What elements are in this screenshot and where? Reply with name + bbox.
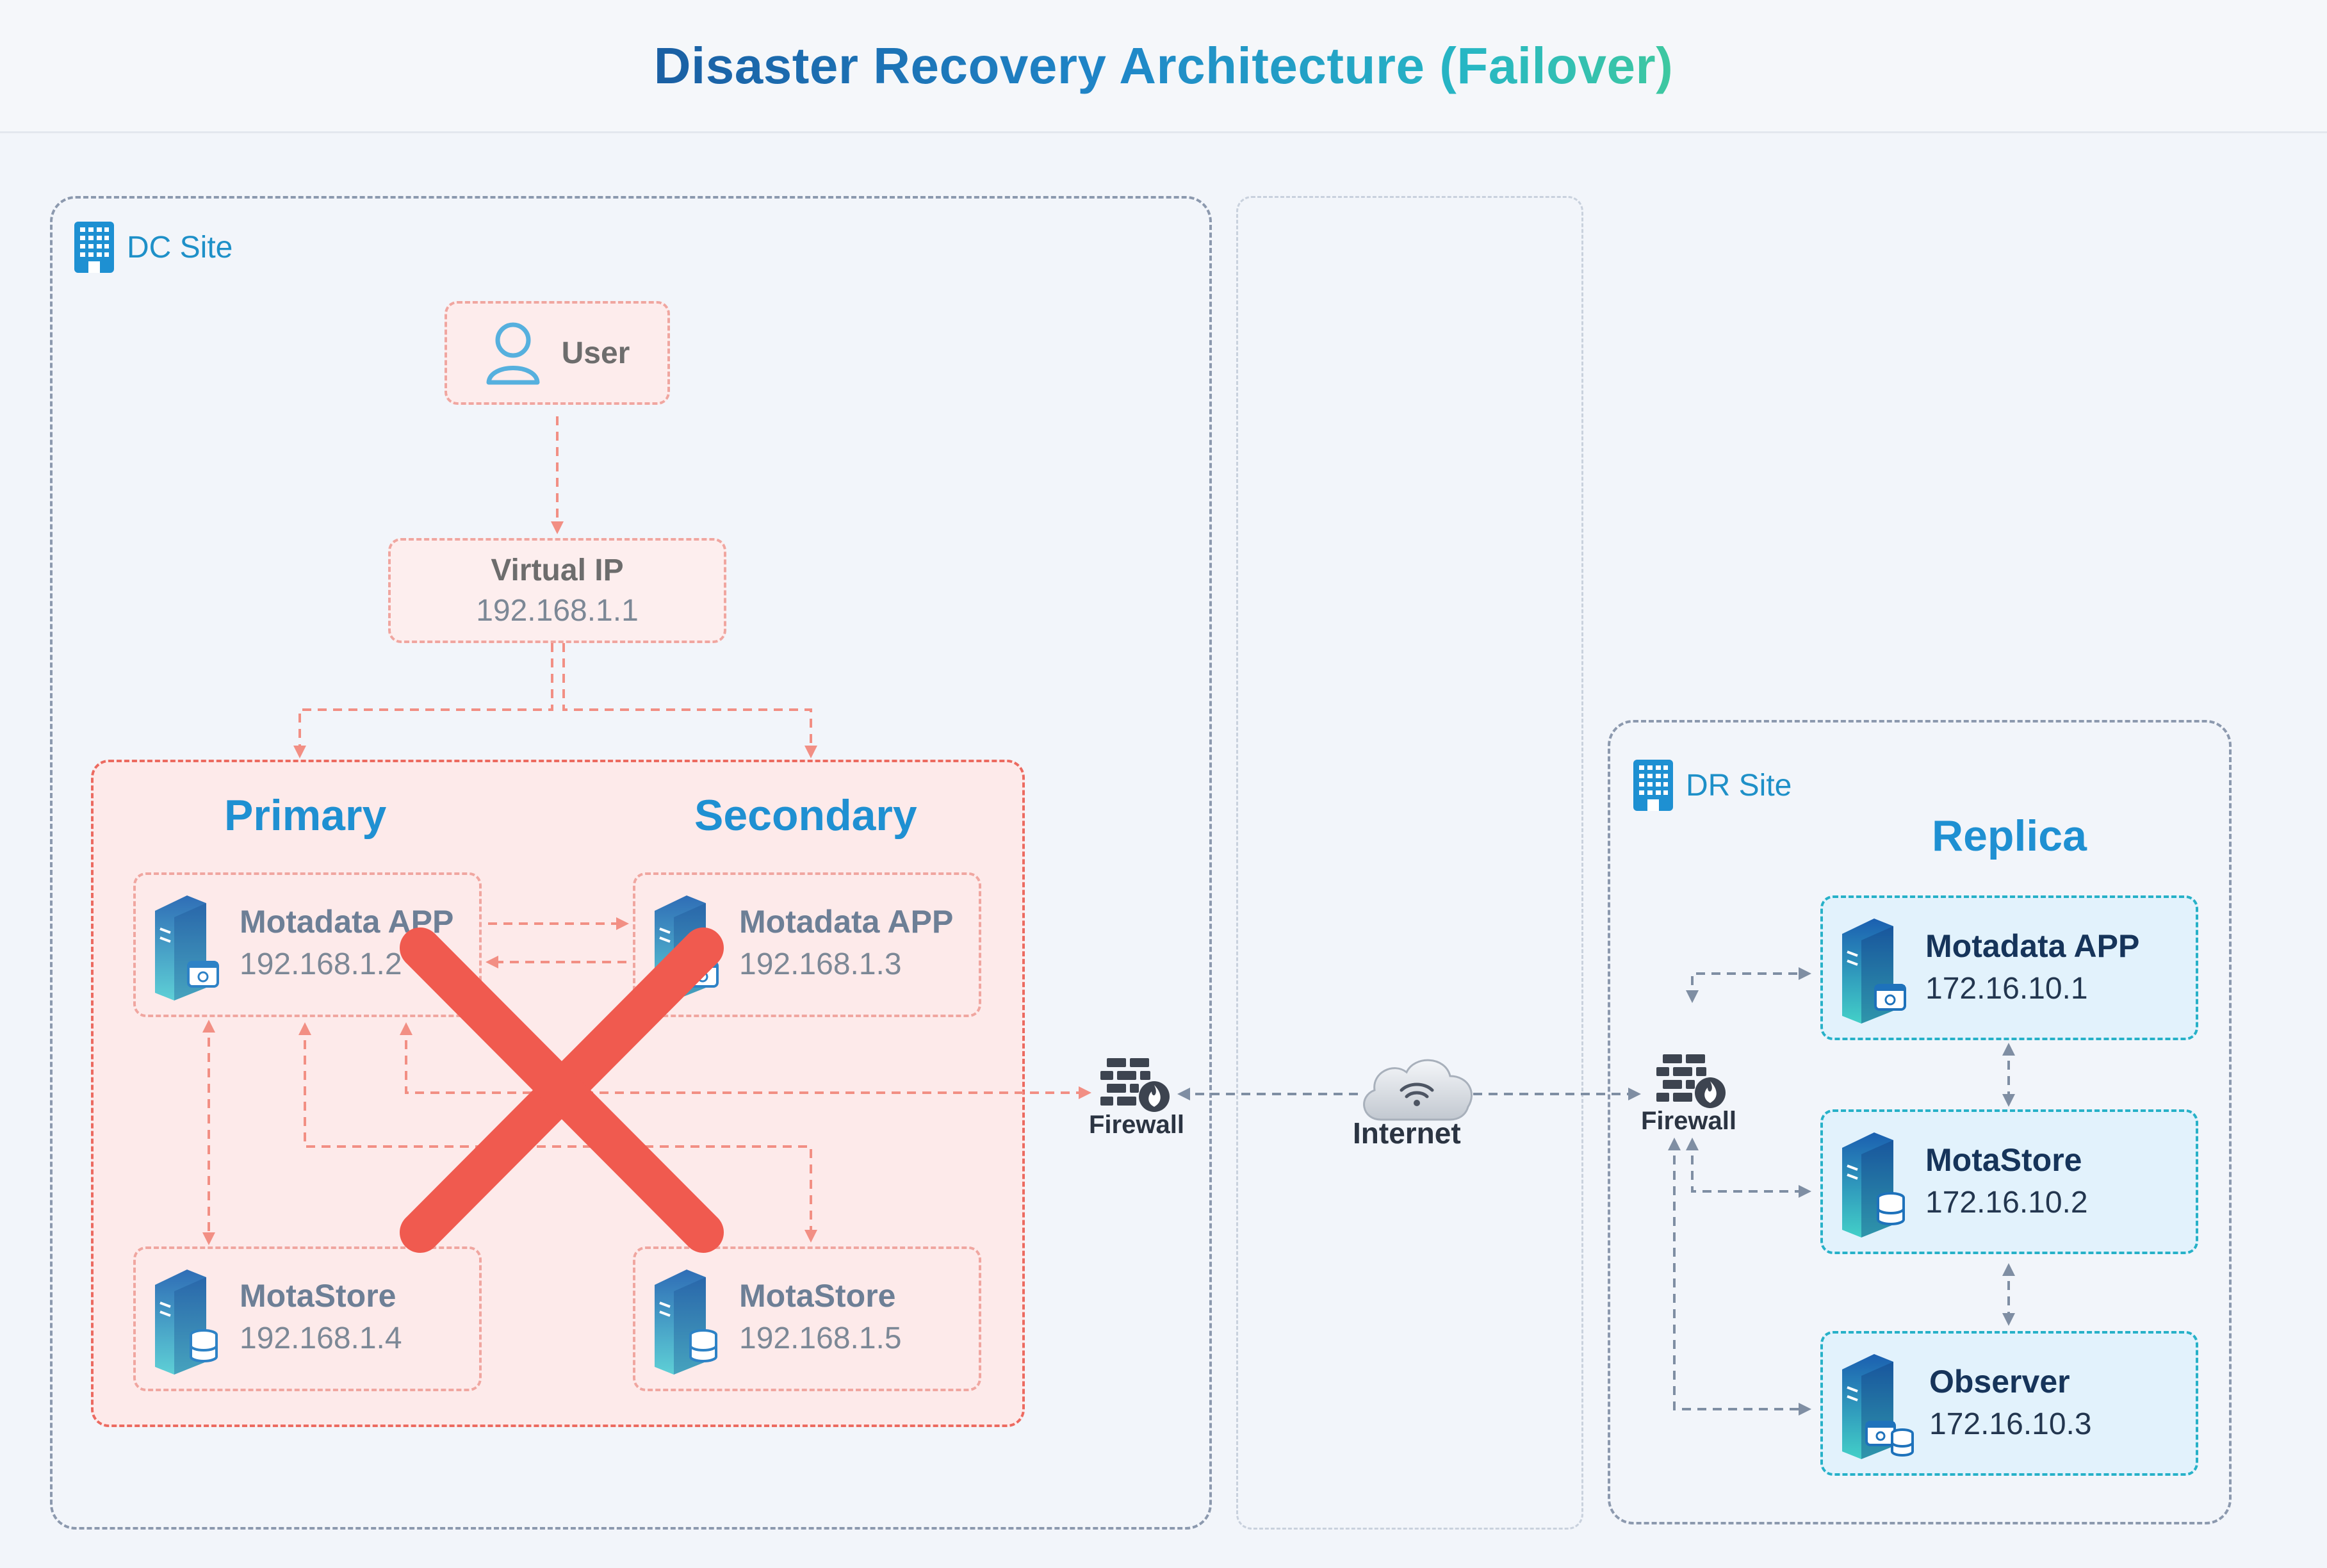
secondary-heading: Secondary (694, 791, 917, 840)
internet-label: Internet (1353, 1116, 1461, 1150)
title-main: Disaster Recovery Architecture (653, 37, 1425, 94)
secondary-app-label: Motadata APP (739, 904, 954, 940)
observer-node[interactable]: Observer 172.16.10.3 (1820, 1331, 2198, 1476)
replica-store-ip: 172.16.10.2 (1925, 1186, 2088, 1220)
internet-zone-boundary (1236, 196, 1583, 1530)
dr-site-label: DR Site (1633, 760, 1792, 811)
title-suffix: (Failover) (1439, 37, 1674, 94)
user-icon (486, 322, 540, 385)
database-server-icon (1842, 1132, 1905, 1237)
primary-store-ip: 192.168.1.4 (240, 1321, 402, 1355)
firewall-icon (1656, 1054, 1726, 1108)
virtual-ip-label: Virtual IP (491, 553, 624, 587)
dr-site-text: DR Site (1686, 768, 1792, 803)
dc-site-boundary (50, 196, 1212, 1530)
primary-store-node[interactable]: MotaStore 192.168.1.4 (133, 1246, 482, 1391)
dc-firewall-label: Firewall (1089, 1111, 1184, 1139)
replica-store-text: MotaStore 172.16.10.2 (1925, 1141, 2088, 1220)
firewall-icon (1100, 1058, 1170, 1112)
primary-app-ip: 192.168.1.2 (240, 947, 402, 981)
replica-app-node[interactable]: Motadata APP 172.16.10.1 (1820, 895, 2198, 1040)
header-bar: Disaster Recovery Architecture (Failover… (0, 0, 2327, 133)
page-title: Disaster Recovery Architecture (Failover… (654, 37, 1674, 95)
cloud-icon (1363, 1059, 1473, 1121)
secondary-store-label: MotaStore (739, 1278, 896, 1314)
dc-site-label: DC Site (74, 222, 233, 273)
primary-store-text: MotaStore 192.168.1.4 (240, 1277, 402, 1356)
dc-site-text: DC Site (127, 230, 233, 265)
secondary-app-text: Motadata APP 192.168.1.3 (739, 903, 953, 982)
secondary-store-ip: 192.168.1.5 (739, 1321, 902, 1355)
observer-label: Observer (1929, 1364, 2070, 1400)
replica-app-ip: 172.16.10.1 (1925, 972, 2088, 1006)
failure-x-icon (400, 927, 724, 1253)
secondary-app-node[interactable]: Motadata APP 192.168.1.3 (633, 872, 981, 1017)
database-server-icon (655, 1270, 717, 1375)
user-node[interactable]: User (445, 301, 670, 405)
replica-store-node[interactable]: MotaStore 172.16.10.2 (1820, 1109, 2198, 1254)
dr-site-boundary (1608, 720, 2232, 1524)
observer-text: Observer 172.16.10.3 (1929, 1363, 2092, 1442)
database-server-icon (155, 1270, 218, 1375)
observer-ip: 172.16.10.3 (1929, 1407, 2092, 1441)
app-server-icon (155, 895, 219, 1000)
primary-app-node[interactable]: Motadata APP 192.168.1.2 (133, 872, 482, 1017)
user-label: User (561, 336, 630, 370)
replica-app-text: Motadata APP 172.16.10.1 (1925, 927, 2139, 1006)
app-server-icon (1842, 919, 1906, 1024)
observer-server-icon (1842, 1354, 1914, 1459)
secondary-app-ip: 192.168.1.3 (739, 947, 902, 981)
primary-heading: Primary (224, 791, 387, 840)
virtual-ip-address: 192.168.1.1 (476, 594, 639, 628)
secondary-store-text: MotaStore 192.168.1.5 (739, 1277, 902, 1356)
virtual-ip-node[interactable]: Virtual IP 192.168.1.1 (388, 538, 726, 643)
replica-heading: Replica (1932, 812, 2087, 860)
secondary-store-node[interactable]: MotaStore 192.168.1.5 (633, 1246, 981, 1391)
replica-app-label: Motadata APP (1925, 928, 2140, 964)
primary-store-label: MotaStore (240, 1278, 396, 1314)
building-icon (1633, 760, 1673, 811)
replica-store-label: MotaStore (1925, 1142, 2082, 1178)
building-icon (74, 222, 114, 273)
dr-firewall-label: Firewall (1641, 1107, 1736, 1135)
